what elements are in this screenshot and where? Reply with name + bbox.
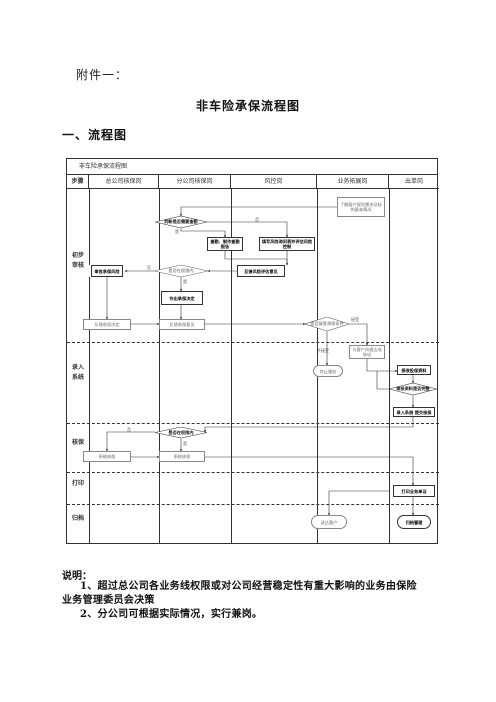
label-no: 否 (255, 217, 259, 222)
decision-survey-needed: 判断是否需要查勘 (155, 216, 207, 228)
column-header-business-development: 业务拓展岗 (317, 175, 389, 189)
decision-within-authority-2: 是否在权限内 (155, 427, 207, 438)
label-yes: 是 (175, 229, 179, 234)
decision-docs-complete: 审核资料是否完整 (389, 383, 437, 395)
flowchart-connectors (105, 206, 415, 516)
decision-docs-complete-text: 审核资料是否完整 (396, 386, 430, 391)
label-yes: 是 (183, 441, 187, 446)
node-risk-feedback: 反馈风险评估意见 (237, 265, 285, 277)
phase-divider (67, 423, 439, 424)
node-print-documents: 打印业务单证 (393, 485, 435, 497)
label-no: 否 (127, 427, 131, 432)
node-deliver-client: 送达客户 (311, 515, 347, 529)
decision-within-authority: 是否在权限内 (154, 265, 208, 277)
node-underwriting-decision: 作出承保决定 (161, 291, 203, 305)
decision-within-authority-2-text: 是否在权限内 (168, 429, 194, 435)
node-understand-client-needs: 了解客户保险需求及标的基本情况 (337, 197, 385, 217)
note-line-2: 业务管理委员会决策 (62, 595, 155, 606)
decision-accept-terms: 是否接受承保条件 (305, 317, 349, 331)
node-approve-risk: 审批承保风险 (89, 265, 125, 277)
phase-archiving: 归档 (71, 515, 84, 522)
column-header-step: 步骤 (67, 175, 89, 189)
phase-divider (67, 472, 439, 473)
note-line-3: 2、分公司可根据实际情况，实行兼岗。 (80, 609, 263, 620)
node-survey-report: 查勘、制作查勘报告 (207, 237, 243, 251)
phase-divider (67, 342, 439, 343)
section-heading: 一、流程图 (62, 128, 128, 142)
column-header-hq-underwriting: 总公司核保岗 (89, 175, 159, 189)
attachment-label: 附件一： (76, 68, 129, 82)
document-title: 非车险承保流程图 (195, 99, 300, 113)
node-terminate-service: 终止服务 (313, 365, 343, 377)
column-divider (159, 189, 160, 543)
column-divider (89, 189, 90, 543)
label-reject: 不接受 (317, 348, 329, 353)
phase-initial-review: 初步审核 (71, 252, 84, 269)
column-divider (231, 189, 232, 543)
phase-divider (67, 504, 439, 505)
column-divider (389, 189, 390, 543)
label-yes: 是 (183, 279, 187, 284)
flowchart-title: 非车险承保流程图 (67, 159, 437, 175)
node-archive-management: 归档管理 (397, 515, 431, 529)
flowchart: 非车险承保流程图 步骤 总公司核保岗 分公司核保岗 风控岗 业务拓展岗 出单岗 … (66, 158, 439, 544)
node-system-underwriting-hq: 系统核保 (83, 451, 131, 462)
notes-heading: 说明： (62, 571, 92, 582)
node-risk-questionnaire: 填写风险询问表并评估风险控制 (259, 237, 315, 251)
node-approve-risk-box: 审批承保风险 (91, 265, 123, 277)
note-line-1: 1、超过总公司各业务线权限或对公司经营稳定性有重大影响的业务由保险 (80, 581, 417, 592)
node-feedback-decision: 反馈承保决定 (83, 319, 131, 330)
phase-printing: 打印 (71, 480, 84, 487)
node-system-entry: 录入系统 提交核保 (393, 407, 435, 417)
node-receive-documents: 接收投保资料 (397, 365, 431, 375)
decision-within-authority-text: 是否在权限内 (168, 268, 194, 273)
column-header-issuing: 出单岗 (389, 175, 439, 189)
node-system-underwriting-branch: 系统核保 (159, 451, 205, 462)
column-header-risk-control: 风控岗 (231, 175, 317, 189)
label-accept: 接受 (351, 317, 359, 322)
phase-underwriting: 核保 (71, 439, 84, 446)
node-agreement: 与客户沟通达成协议 (349, 345, 385, 359)
decision-accept-terms-text: 是否接受承保条件 (310, 321, 344, 326)
decision-survey-needed-text: 判断是否需要查勘 (164, 219, 198, 224)
phase-system-entry: 录入系统 (71, 364, 84, 381)
node-feedback-opinion: 反馈承保意见 (159, 319, 205, 330)
label-no: 否 (147, 265, 151, 270)
column-header-branch-underwriting: 分公司核保岗 (159, 175, 231, 189)
